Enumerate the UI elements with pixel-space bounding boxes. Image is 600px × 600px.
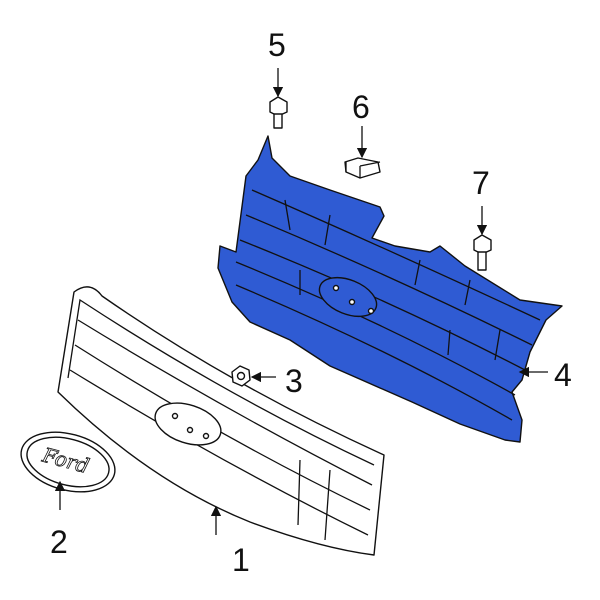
- callout-arrows: [54, 68, 548, 535]
- bolt-part[interactable]: [269, 96, 288, 129]
- callout-2: 2: [50, 524, 68, 560]
- callout-5: 5: [268, 27, 286, 63]
- callout-3: 3: [285, 363, 303, 399]
- clip-part[interactable]: [344, 157, 381, 179]
- emblem-part[interactable]: Ford: [14, 423, 121, 502]
- grille-part[interactable]: [57, 286, 385, 556]
- callout-4: 4: [554, 357, 572, 393]
- nut-part[interactable]: [231, 365, 251, 387]
- callout-1: 1: [232, 542, 250, 578]
- callout-7: 7: [472, 165, 490, 201]
- grille-insert-part[interactable]: [217, 135, 563, 443]
- bolt-part[interactable]: [473, 234, 492, 271]
- callout-6: 6: [352, 89, 370, 125]
